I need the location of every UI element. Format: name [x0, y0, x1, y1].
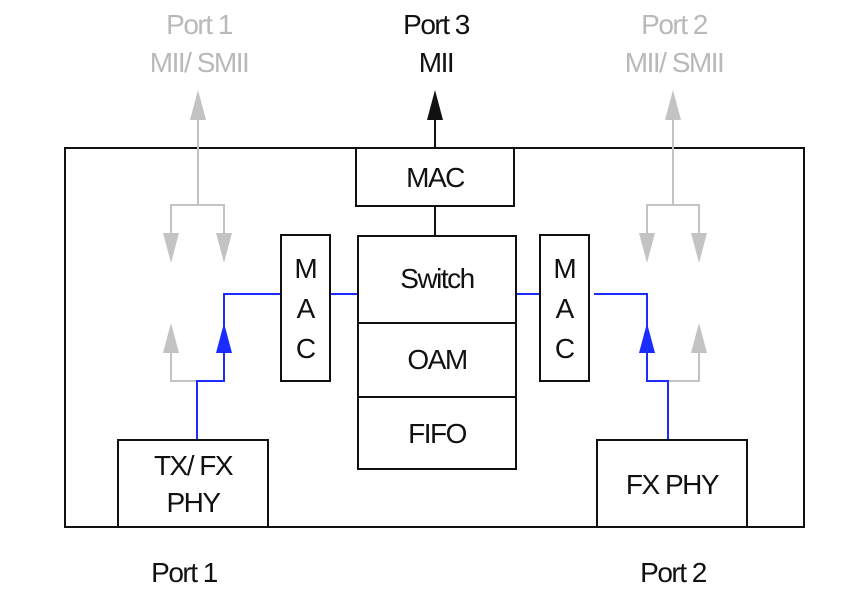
- port2-phy-label: FX PHY: [626, 469, 720, 500]
- port1-top-label: Port 1: [166, 9, 233, 40]
- switch-stack: Switch OAM FIFO: [357, 235, 517, 470]
- port2-mac-letter: M: [553, 253, 576, 284]
- port1-split-down-arrows-icon: [163, 204, 232, 263]
- port1-mac-letter: C: [296, 333, 316, 364]
- port2-blue-up-arrow-icon: [639, 323, 655, 353]
- fifo-label: FIFO: [408, 418, 466, 449]
- port1-phy-block: TX/ FX PHY: [117, 439, 269, 528]
- port1-mac-letter: A: [297, 293, 316, 324]
- port3-top-label: Port 3: [403, 9, 470, 40]
- port2-mii-up-arrow-icon: [665, 90, 681, 205]
- port3-interface-label: MII: [419, 47, 453, 78]
- port2-interface-label: MII/ SMII: [625, 47, 724, 78]
- port2-bottom-label: Port 2: [640, 557, 707, 588]
- port1-bottom-label: Port 1: [151, 557, 218, 588]
- oam-label: OAM: [407, 344, 466, 375]
- port2-mac-letter: C: [555, 333, 575, 364]
- port1-gray-up-arrow-icon: [163, 323, 198, 382]
- port1-phy-label-line1: TX/ FX: [154, 450, 234, 481]
- port1-mac-block: M A C: [280, 234, 331, 382]
- port2-mac-letter: A: [556, 293, 575, 324]
- port3-mac-label: MAC: [406, 162, 465, 193]
- switch-label: Switch: [400, 263, 473, 294]
- port1-phy-label-line2: PHY: [166, 487, 221, 518]
- port3-up-arrow-icon: [427, 90, 443, 148]
- port2-top-label: Port 2: [641, 9, 708, 40]
- port3-mac-block: MAC: [355, 147, 515, 207]
- port2-mac-block: M A C: [539, 234, 590, 382]
- port1-interface-label: MII/ SMII: [150, 47, 249, 78]
- port1-mii-up-arrow-icon: [190, 90, 206, 205]
- port1-blue-up-arrow-icon: [216, 323, 232, 353]
- port2-split-down-arrows-icon: [639, 204, 707, 263]
- port1-mac-letter: M: [294, 253, 317, 284]
- port2-phy-block: FX PHY: [596, 439, 748, 528]
- port2-active-path: [516, 293, 669, 440]
- port2-gray-up-arrow-icon: [669, 323, 707, 382]
- port1-active-path: [196, 293, 358, 440]
